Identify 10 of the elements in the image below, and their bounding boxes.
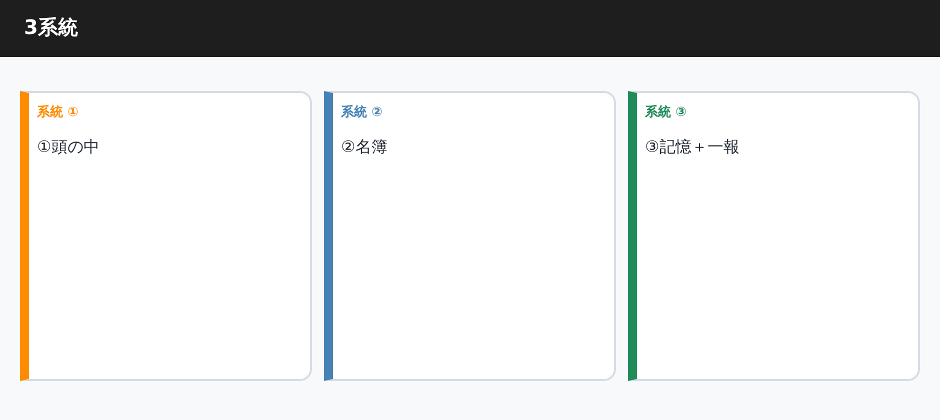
card	[628, 91, 920, 381]
card-text: ②名簿	[341, 136, 388, 158]
card-heading: 系統 ③	[645, 104, 687, 122]
card-heading: 系統 ②	[341, 104, 383, 122]
card	[20, 91, 312, 381]
card-heading: 系統 ①	[37, 104, 79, 122]
card-text: ①頭の中	[37, 136, 100, 158]
title: 3系統	[24, 14, 78, 41]
card	[324, 91, 616, 381]
card-text: ③記憶＋一報	[645, 136, 740, 158]
